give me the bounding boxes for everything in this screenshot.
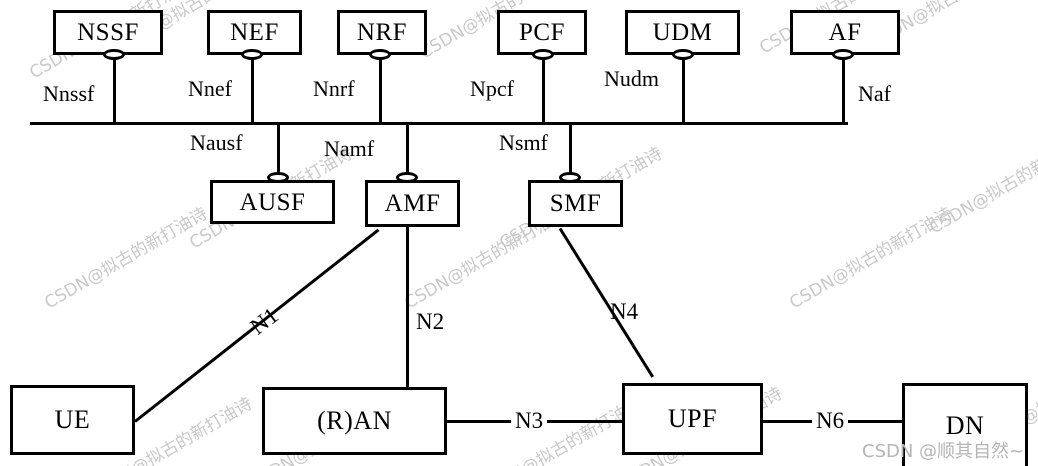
node-label: AMF xyxy=(384,190,441,217)
reference-point-n3: N3 xyxy=(511,409,548,432)
node-label: UPF xyxy=(667,404,718,433)
interface-label-namf: Namf xyxy=(324,136,375,161)
node-af[interactable]: AF xyxy=(790,10,900,55)
connector-nssf-bus xyxy=(113,55,116,123)
connector-n4 xyxy=(558,227,655,378)
watermark-diagonal: CSDN@拟古的新打油诗 xyxy=(476,393,647,466)
interface-label-nnssf: Nnssf xyxy=(43,81,95,106)
node-label: UDM xyxy=(652,19,713,46)
node-label: DN xyxy=(945,411,985,440)
sbi-oval-pcf xyxy=(532,49,554,60)
node-ausf[interactable]: AUSF xyxy=(210,180,335,224)
sbi-oval-af xyxy=(832,49,854,60)
interface-label-nausf: Nausf xyxy=(190,130,243,155)
node-amf[interactable]: AMF xyxy=(365,180,460,227)
reference-point-n4: N4 xyxy=(610,299,639,324)
interface-label-npcf: Npcf xyxy=(470,76,514,101)
node-udm[interactable]: UDM xyxy=(625,10,740,55)
node-ue[interactable]: UE xyxy=(10,385,135,455)
connector-smf-bus xyxy=(569,125,572,178)
connector-af-bus xyxy=(842,55,845,123)
node-label: AUSF xyxy=(239,188,306,216)
node-smf[interactable]: SMF xyxy=(528,180,623,227)
interface-label-nnef: Nnef xyxy=(188,76,232,101)
sbi-oval-amf xyxy=(396,172,418,183)
interface-label-nudm: Nudm xyxy=(604,66,659,91)
node-nef[interactable]: NEF xyxy=(207,10,302,55)
interface-label-nnrf: Nnrf xyxy=(313,76,355,101)
node-label: PCF xyxy=(519,19,565,46)
interface-label-nsmf: Nsmf xyxy=(499,130,548,155)
watermark-diagonal: CSDN@拟古的新打油诗 xyxy=(786,203,957,314)
connector-pcf-bus xyxy=(542,55,545,123)
connector-nef-bus xyxy=(251,55,254,123)
node-nssf[interactable]: NSSF xyxy=(53,10,163,55)
connector-ausf-bus xyxy=(277,125,280,178)
interface-label-naf: Naf xyxy=(858,81,891,106)
node-label: NRF xyxy=(356,19,408,46)
connector-n2 xyxy=(406,227,409,387)
node-label: NSSF xyxy=(77,19,139,46)
node-label: NEF xyxy=(230,19,279,46)
sbi-oval-nef xyxy=(241,49,263,60)
connector-amf-bus xyxy=(406,125,409,178)
connector-nrf-bus xyxy=(379,55,382,123)
sbi-oval-nrf xyxy=(369,49,391,60)
service-based-bus xyxy=(30,122,848,125)
sbi-oval-smf xyxy=(559,172,581,183)
node-dn[interactable]: DN xyxy=(902,383,1028,466)
watermark-diagonal: CSDN@拟古的新打油诗 xyxy=(926,128,1038,239)
sbi-oval-ausf xyxy=(267,172,289,183)
node-label: AF xyxy=(828,19,862,46)
reference-point-n6: N6 xyxy=(812,409,849,432)
node-label: (R)AN xyxy=(317,406,392,435)
sbi-oval-udm xyxy=(672,49,694,60)
node-label: UE xyxy=(54,405,91,434)
sbi-oval-nssf xyxy=(103,49,125,60)
node-upf[interactable]: UPF xyxy=(622,383,763,455)
watermark-diagonal: CSDN@拟古的新打油诗 xyxy=(41,203,212,314)
node-ran[interactable]: (R)AN xyxy=(262,387,447,455)
node-pcf[interactable]: PCF xyxy=(497,10,587,55)
node-label: SMF xyxy=(549,190,602,217)
connector-udm-bus xyxy=(682,55,685,123)
reference-point-n2: N2 xyxy=(416,309,445,334)
